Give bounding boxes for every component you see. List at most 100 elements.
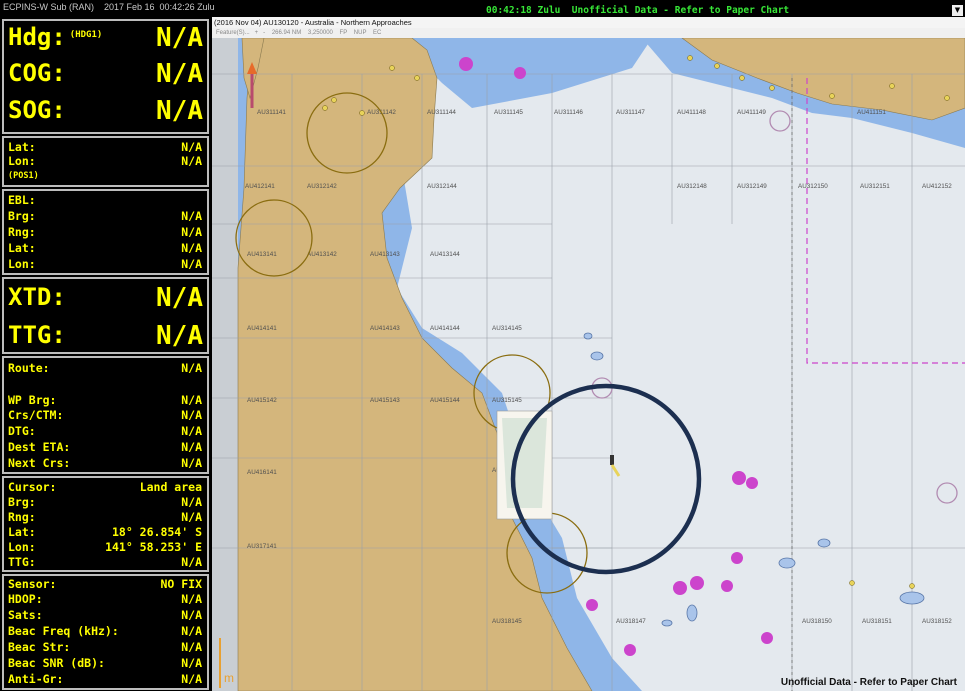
beac-freq-row: Beac Freq (kHz):N/A bbox=[8, 624, 202, 638]
title-bar: ECPINS-W Sub (RAN) 2017 Feb 16 00:42:26 … bbox=[0, 0, 965, 17]
cell-label: AU311146 bbox=[554, 109, 583, 116]
anti-gr-row: Anti-Gr:N/A bbox=[8, 672, 202, 686]
cell-label: AU414144 bbox=[430, 325, 460, 332]
wp-brg-row: WP Brg:N/A bbox=[8, 393, 202, 407]
cell-labels: AU311141 AU311142 AU311144 AU311145 AU31… bbox=[245, 109, 952, 625]
cell-label: AU312142 bbox=[307, 183, 337, 190]
cell-label: AU311141 bbox=[257, 109, 286, 116]
cell-label: AU312149 bbox=[737, 183, 767, 190]
ttg-value: N/A bbox=[156, 321, 203, 351]
cog-label: COG: bbox=[8, 59, 66, 87]
restricted-area bbox=[806, 78, 965, 364]
lat-row: Lat:N/A bbox=[8, 140, 202, 154]
route-row: Route:N/A bbox=[8, 361, 202, 375]
cell-label: AU318152 bbox=[922, 618, 952, 625]
highlight-circle bbox=[510, 383, 702, 575]
cell-label: AU413142 bbox=[307, 251, 337, 258]
cell-label: AU311147 bbox=[616, 109, 645, 116]
cursor-row: Cursor:Land area bbox=[8, 480, 202, 494]
sog-label: SOG: bbox=[8, 96, 66, 124]
land-mass bbox=[237, 38, 593, 691]
cell-label: AU415143 bbox=[370, 397, 400, 404]
beac-snr-row: Beac SNR (dB):N/A bbox=[8, 656, 202, 670]
navigation-panel: Hdg:(HDG1) N/A COG: N/A SOG: N/A Lat:N/A… bbox=[0, 17, 212, 691]
cell-label: AU318151 bbox=[862, 618, 892, 625]
scale-letter: m bbox=[224, 671, 234, 685]
lon-row: Lon:N/A bbox=[8, 154, 202, 168]
xtd-value: N/A bbox=[156, 283, 203, 313]
cell-label: AU314145 bbox=[492, 325, 522, 332]
cell-label: AU318145 bbox=[492, 618, 522, 625]
cell-label: AU415142 bbox=[247, 397, 277, 404]
position-source: (POS1) bbox=[8, 171, 39, 181]
sats-row: Sats:N/A bbox=[8, 608, 202, 622]
status-line: 00:42:18 Zulu Unofficial Data - Refer to… bbox=[486, 5, 790, 16]
chart-footer-note: Unofficial Data - Refer to Paper Chart bbox=[780, 677, 957, 688]
nautical-chart[interactable]: (2016 Nov 04) AU130120 - Australia - Nor… bbox=[212, 17, 965, 691]
chart-canvas[interactable]: AU311141 AU311142 AU311144 AU311145 AU31… bbox=[212, 38, 965, 691]
reef-patches bbox=[583, 332, 925, 627]
ebl-title: EBL: bbox=[8, 193, 36, 207]
cell-label: AU414141 bbox=[247, 325, 277, 332]
cell-label: AU311145 bbox=[494, 109, 523, 116]
cell-label: AU415144 bbox=[430, 397, 460, 404]
cell-label: AU311144 bbox=[427, 109, 456, 116]
hdg-label: Hdg:(HDG1) bbox=[8, 23, 103, 51]
cell-label: AU318150 bbox=[802, 618, 832, 625]
cursor-ttg-row: TTG:N/A bbox=[8, 555, 202, 569]
cursor-rng-row: Rng:N/A bbox=[8, 510, 202, 524]
navaid-dots bbox=[322, 55, 950, 589]
sog-value: N/A bbox=[156, 96, 203, 126]
ebl-rng-row: Rng:N/A bbox=[8, 225, 202, 239]
cell-label: AU312148 bbox=[677, 183, 707, 190]
chevron-down-icon[interactable]: ▼ bbox=[952, 5, 963, 16]
position-box: Lat:N/A Lon:N/A (POS1) bbox=[2, 136, 209, 187]
cell-label: AU412141 bbox=[245, 183, 275, 190]
sensor-box: Sensor:NO FIX HDOP:N/A Sats:N/A Beac Fre… bbox=[2, 574, 209, 690]
cell-label: AU414143 bbox=[370, 325, 400, 332]
cell-label: AU312150 bbox=[798, 183, 828, 190]
cell-label: AU411151 bbox=[857, 109, 886, 116]
xtd-box: XTD: N/A TTG: N/A bbox=[2, 277, 209, 354]
cursor-lon-row: Lon:141° 58.253' E bbox=[8, 540, 202, 554]
cell-label: AU413144 bbox=[430, 251, 460, 258]
cell-label: AU312151 bbox=[860, 183, 890, 190]
beac-str-row: Beac Str:N/A bbox=[8, 640, 202, 654]
range-ring bbox=[235, 199, 313, 277]
new-guinea-coast bbox=[681, 38, 965, 121]
sensor-row: Sensor:NO FIX bbox=[8, 577, 202, 591]
crs-ctm-row: Crs/CTM:N/A bbox=[8, 408, 202, 422]
cell-label: AU317141 bbox=[247, 543, 277, 550]
next-crs-row: Next Crs:N/A bbox=[8, 456, 202, 470]
danger-marks bbox=[459, 57, 773, 656]
cell-label: AU411149 bbox=[737, 109, 766, 116]
cell-label: AU315145 bbox=[492, 397, 522, 404]
ebl-brg-row: Brg:N/A bbox=[8, 209, 202, 223]
ebl-lat-row: Lat:N/A bbox=[8, 241, 202, 255]
app-title: ECPINS-W Sub (RAN) 2017 Feb 16 00:42:26 … bbox=[3, 2, 215, 12]
cursor-box: Cursor:Land area Brg:N/A Rng:N/A Lat:18°… bbox=[2, 476, 209, 572]
range-ring bbox=[306, 92, 388, 174]
ebl-box: EBL: Brg:N/A Rng:N/A Lat:N/A Lon:N/A bbox=[2, 189, 209, 275]
cell-label: AU412152 bbox=[922, 183, 952, 190]
ownship-marker bbox=[247, 62, 257, 108]
ttg-label: TTG: bbox=[8, 321, 66, 349]
chart-toolbar[interactable]: Feature(S)... + - 266.94 NM 3,250000 FP … bbox=[212, 28, 965, 38]
chart-title: (2016 Nov 04) AU130120 - Australia - Nor… bbox=[212, 17, 965, 28]
ebl-lon-row: Lon:N/A bbox=[8, 257, 202, 271]
cell-label: AU413143 bbox=[370, 251, 400, 258]
heading-box: Hdg:(HDG1) N/A COG: N/A SOG: N/A bbox=[2, 19, 209, 134]
cell-label: AU413141 bbox=[247, 251, 277, 258]
cell-label: AU411148 bbox=[677, 109, 706, 116]
buoy-icon bbox=[610, 455, 621, 477]
route-box: Route:N/A WP Brg:N/A Crs/CTM:N/A DTG:N/A… bbox=[2, 356, 209, 474]
cell-label: AU416141 bbox=[247, 469, 277, 476]
cursor-lat-row: Lat:18° 26.854' S bbox=[8, 525, 202, 539]
cursor-brg-row: Brg:N/A bbox=[8, 495, 202, 509]
cog-value: N/A bbox=[156, 59, 203, 89]
hdg-value: N/A bbox=[156, 23, 203, 53]
off-chart-strip bbox=[212, 38, 238, 691]
dest-eta-row: Dest ETA:N/A bbox=[8, 440, 202, 454]
dtg-row: DTG:N/A bbox=[8, 424, 202, 438]
cell-label: AU318147 bbox=[616, 618, 646, 625]
